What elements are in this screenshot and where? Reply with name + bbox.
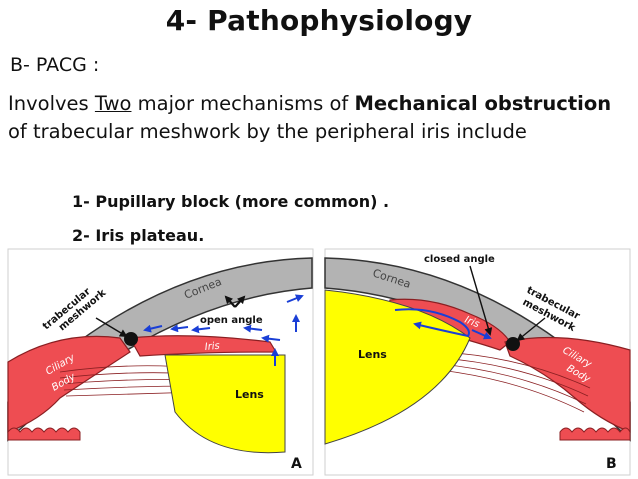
closed-angle-pointer	[469, 265, 493, 336]
paragraph-text: of trabecular meshwork by the peripheral…	[8, 120, 527, 143]
angle-closure-diagram: trabecular meshwork Cornea open angle Ir…	[7, 248, 631, 476]
aqueous-flow-arrows-b	[394, 308, 492, 340]
lens	[164, 354, 286, 454]
panel-b: closed angle Cornea trabecular meshwork …	[324, 248, 631, 476]
ciliary-processes-b	[559, 427, 631, 441]
paragraph-bold-text: Mechanical obstruction	[354, 92, 612, 115]
paragraph-text: major mechanisms of	[131, 92, 355, 115]
trabecular-pointer-b	[516, 317, 546, 342]
paragraph-underlined-text: Two	[94, 92, 132, 115]
panel-b-letter: B	[606, 456, 617, 472]
trabecular-meshwork-marker-b	[506, 337, 520, 351]
open-angle-arrows	[224, 295, 246, 308]
ciliary-body-b	[504, 336, 631, 433]
panel-a-letter: A	[291, 456, 302, 472]
ciliary-body	[7, 335, 131, 433]
paragraph-text: Involves	[8, 92, 95, 115]
label-lens-b: Lens	[358, 348, 387, 361]
mechanism-point-1: 1- Pupillary block (more common) .	[72, 192, 390, 211]
mechanism-point-2: 2- Iris plateau.	[72, 226, 205, 245]
slide-title: 4- Pathophysiology	[165, 4, 473, 37]
trabecular-meshwork-marker	[124, 332, 138, 346]
label-closed-angle: closed angle	[424, 254, 495, 265]
label-iris-a: Iris	[204, 341, 220, 353]
trabecular-pointer	[95, 317, 128, 338]
ciliary-processes	[7, 427, 81, 441]
label-lens-a: Lens	[235, 388, 264, 401]
panel-a: trabecular meshwork Cornea open angle Ir…	[7, 248, 314, 476]
section-subtitle: B- PACG :	[10, 54, 100, 76]
label-iris-b: Iris	[463, 315, 481, 331]
mechanism-paragraph: Involves Two major mechanisms of Mechani…	[8, 90, 633, 146]
aqueous-flow-arrows	[143, 294, 304, 366]
label-open-angle: open angle	[200, 315, 263, 326]
